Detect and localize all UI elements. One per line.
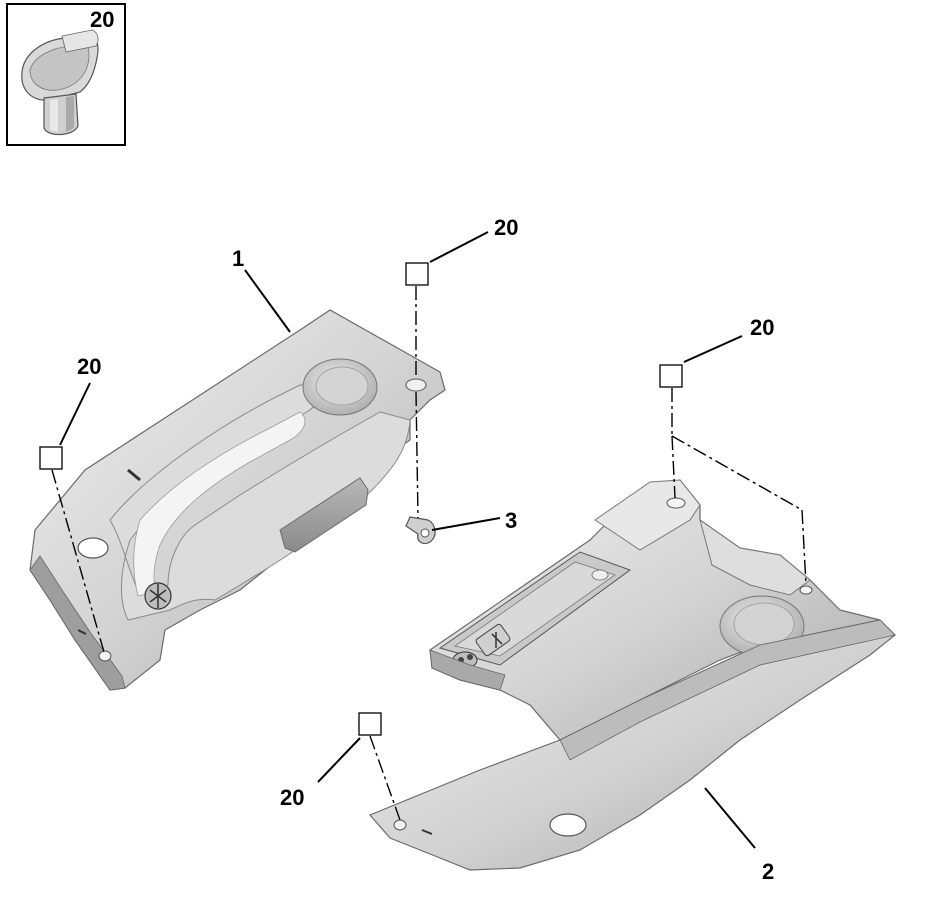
callout-label-clip-bottom: 20 (280, 785, 304, 810)
callout-label-1: 1 (232, 246, 244, 271)
callout-clip-right: 20 (659, 315, 807, 586)
callout-part-2: 2 (704, 787, 774, 884)
callout-clip-top: 20 (405, 215, 518, 519)
callout-label-3: 3 (505, 508, 517, 533)
callout-label-clip-left: 20 (77, 354, 101, 379)
callout-clip-left: 20 (39, 354, 105, 653)
callout-label-clip-top: 20 (494, 215, 518, 240)
retaining-clip-bracket-icon (405, 516, 436, 545)
upper-underbody-heat-shield-icon (29, 309, 446, 691)
lower-underbody-heat-shield-icon (368, 479, 896, 871)
plastic-clip-fastener-icon (21, 29, 99, 136)
inset-callout-20: 20 (90, 7, 114, 32)
callout-label-clip-right: 20 (750, 315, 774, 340)
callout-part-3: 3 (431, 508, 517, 533)
callout-part-1: 1 (232, 246, 291, 333)
inset-clip-detail: 20 (6, 3, 126, 146)
callout-label-2: 2 (762, 859, 774, 884)
callout-clip-bottom: 20 (280, 712, 401, 821)
